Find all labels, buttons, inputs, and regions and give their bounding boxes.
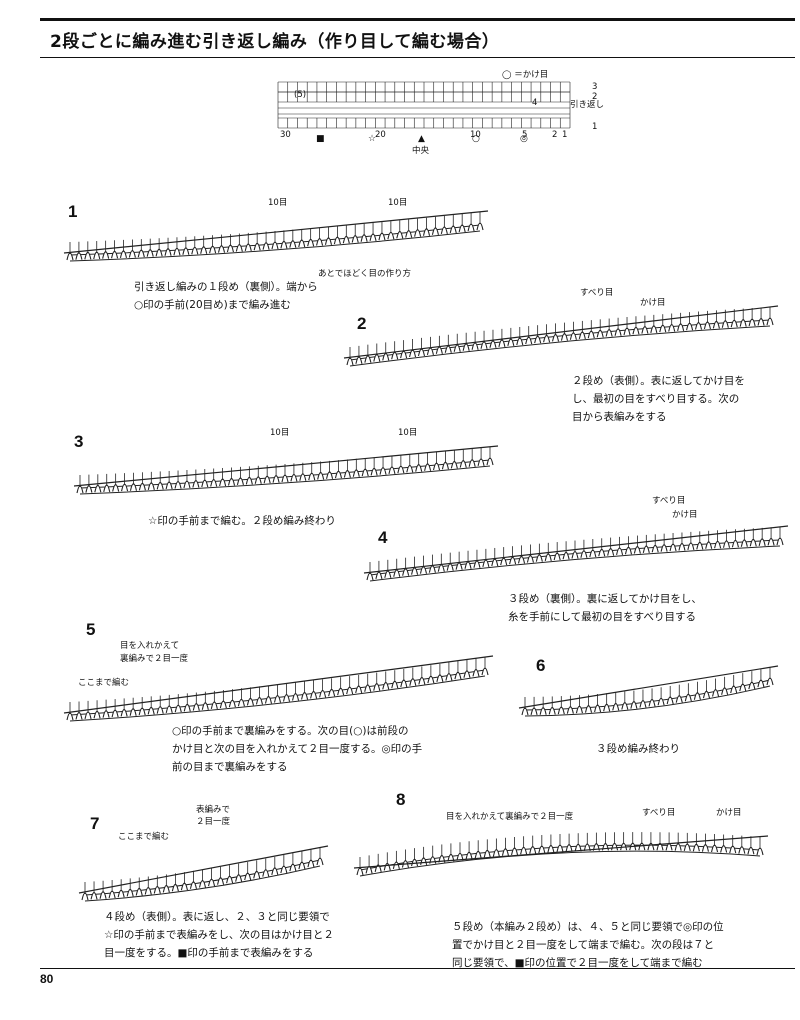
step-3-number: 3	[74, 432, 84, 451]
step-8-label-a: 目を入れかえて裏編みで２目一度	[446, 812, 574, 822]
chart-row-4: 4	[532, 98, 538, 108]
step-5-label-b: ここまで編む	[78, 678, 130, 688]
chart-legend: ◯ ＝かけ目	[502, 70, 549, 80]
chart-stitch-1: 1	[562, 130, 568, 140]
square-mark-icon: ■	[316, 134, 325, 144]
chart-stitch-30: 30	[280, 130, 291, 140]
triangle-mark-icon: ▲	[418, 134, 425, 144]
chart-right-label: 引き返し	[570, 100, 605, 110]
page-title: 2段ごとに編み進む引き返し編み（作り目して編む場合）	[50, 32, 500, 52]
step-7-number: 7	[90, 814, 100, 833]
step-7-label-b: ここまで編む	[118, 832, 170, 842]
step-8-label-b: すべり目	[642, 808, 676, 818]
step-7-label-a: 表編みで ２目一度	[196, 805, 231, 827]
chart-left-row: (5)	[294, 90, 307, 100]
step-2-caption: ２段め（表側）。表に返してかけ目を し、最初の目をすべり目する。次の 目から表編…	[572, 375, 745, 423]
step-1-number: 1	[68, 202, 78, 221]
step-4-label-a: すべり目	[652, 496, 686, 506]
step-1-caption: 引き返し編みの１段め（裏側）。端から ○印の手前(20目め)まで編み進む	[134, 281, 318, 311]
step-1-label-c: あとでほどく目の作り方	[318, 269, 411, 279]
step-5-number: 5	[86, 620, 96, 639]
step-2-label-a: すべり目	[580, 288, 614, 298]
step-3-label-b: 10目	[398, 428, 418, 438]
stitch-chart: ◯ ＝かけ目 引き返し 3 2 1 (5) 4 30 20 10 5 2 1 中…	[270, 68, 604, 156]
circle-mark-icon: ○	[472, 134, 480, 144]
chart-row-3: 3	[592, 82, 598, 92]
step-4-caption: ３段め（裏側）。裏に返してかけ目をし、 糸を手前にして最初の目をすべり目する	[508, 593, 702, 623]
step-2-label-b: かけ目	[640, 298, 666, 308]
step-3-label-a: 10目	[270, 428, 290, 438]
title-bar: 2段ごとに編み進む引き返し編み（作り目して編む場合）	[40, 18, 795, 58]
step-3-caption: ☆印の手前まで編む。２段め編み終わり	[148, 515, 336, 527]
page-number: 80	[40, 972, 54, 986]
chart-row-2: 2	[592, 92, 598, 102]
step-4-number: 4	[378, 528, 388, 547]
step-5-caption: ○印の手前まで裏編みをする。次の目(○)は前段の かけ目と次の目を入れかえて２目…	[172, 725, 423, 773]
chart-stitch-20: 20	[375, 130, 386, 140]
step-8-number: 8	[396, 790, 406, 809]
footer-divider	[40, 968, 795, 969]
step-8-caption: ５段め（本編み２段め）は、４、５と同じ要領で◎印の位 置でかけ目と２目一度をして…	[452, 921, 724, 969]
chart-stitch-10: 10	[470, 130, 481, 140]
chart-stitch-5: 5	[522, 130, 528, 140]
stitch-chart-grid	[277, 81, 571, 129]
chart-row-1: 1	[592, 122, 598, 132]
step-1-label-b: 10目	[388, 198, 408, 208]
step-4-label-b: かけ目	[672, 510, 698, 520]
step-1-label-a: 10目	[268, 198, 288, 208]
chart-stitch-2: 2	[552, 130, 558, 140]
step-2-number: 2	[357, 314, 367, 333]
step-8-label-c: かけ目	[716, 808, 742, 818]
step-6-caption: ３段め編み終わり	[596, 743, 680, 755]
double-circle-mark-icon: ◎	[520, 134, 528, 144]
step-7-caption: ４段め（表側）。表に返し、２、３と同じ要領で ☆印の手前まで表編みをし、次の目は…	[104, 911, 334, 959]
star-mark-icon: ☆	[368, 134, 377, 144]
step-6-number: 6	[536, 656, 546, 675]
step-5-label-a: 目を入れかえて 裏編みで２目一度	[120, 641, 189, 664]
chart-center-label: 中央	[412, 146, 430, 156]
